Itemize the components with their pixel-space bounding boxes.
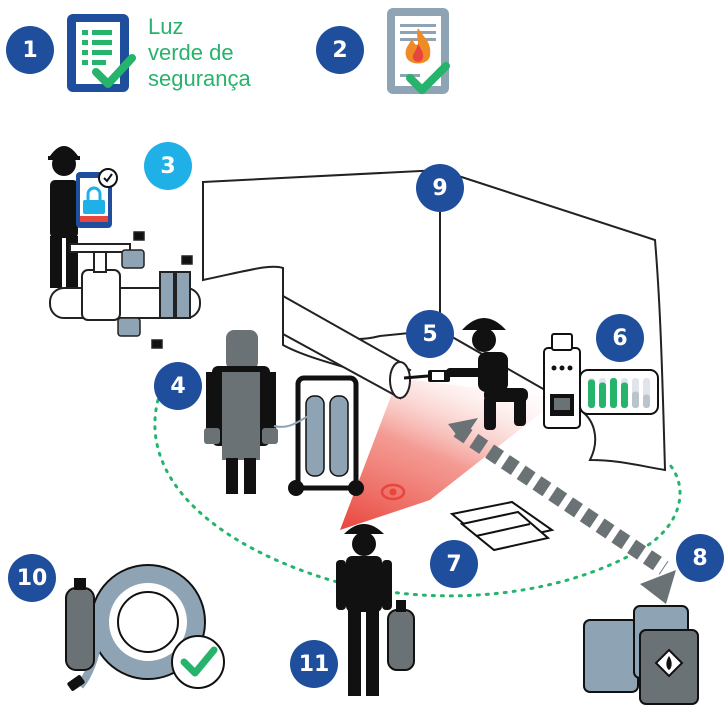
welder-with-apron	[204, 330, 278, 494]
flammable-drums	[583, 605, 699, 705]
fire-hose-reel	[67, 564, 206, 691]
green-light-line-2: verde de	[148, 40, 234, 65]
checklist-document-icon	[67, 14, 136, 92]
welding-torch-icon	[403, 370, 450, 382]
valve-piping	[49, 243, 201, 321]
eye-icon	[380, 483, 406, 501]
green-light-label: Luz verde de segurança	[148, 14, 298, 92]
marker-6: 6	[596, 314, 644, 362]
marker-9: 9	[416, 164, 464, 212]
hazard-zone	[340, 378, 560, 530]
green-light-line-3: segurança	[148, 66, 251, 91]
gas-level-bars	[588, 378, 650, 408]
marker-3: 3	[144, 142, 192, 190]
gas-level-bar	[643, 394, 650, 408]
marker-5: 5	[406, 310, 454, 358]
gas-level-bar	[599, 382, 606, 408]
green-light-line-1: Luz	[148, 14, 184, 39]
dashed-direction-arrow	[448, 418, 676, 604]
welding-worker	[446, 318, 528, 430]
gas-cylinder-cart	[273, 375, 364, 496]
fire-permit-document-icon	[387, 8, 450, 94]
fire-extinguisher-icon	[65, 578, 95, 671]
padlock-icon	[117, 231, 193, 349]
marker-11: 11	[290, 640, 338, 688]
pipe	[282, 294, 411, 400]
gas-level-bar	[588, 379, 595, 408]
permit-papers	[449, 500, 555, 552]
fire-extinguisher-icon	[387, 600, 415, 671]
gas-level-bar	[632, 391, 639, 408]
lockout-worker	[48, 146, 80, 288]
check-circle-icon	[171, 635, 225, 689]
gas-level-bar	[621, 382, 628, 408]
marker-8: 8	[676, 534, 724, 582]
marker-1: 1	[6, 26, 54, 74]
marker-4: 4	[154, 362, 202, 410]
gas-level-bar	[610, 378, 617, 408]
marker-7: 7	[430, 540, 478, 588]
safety-perimeter	[153, 398, 682, 598]
fire-watch-person	[336, 524, 392, 696]
lockout-tablet-icon	[76, 168, 118, 228]
marker-2: 2	[316, 26, 364, 74]
marker-10: 10	[8, 554, 56, 602]
